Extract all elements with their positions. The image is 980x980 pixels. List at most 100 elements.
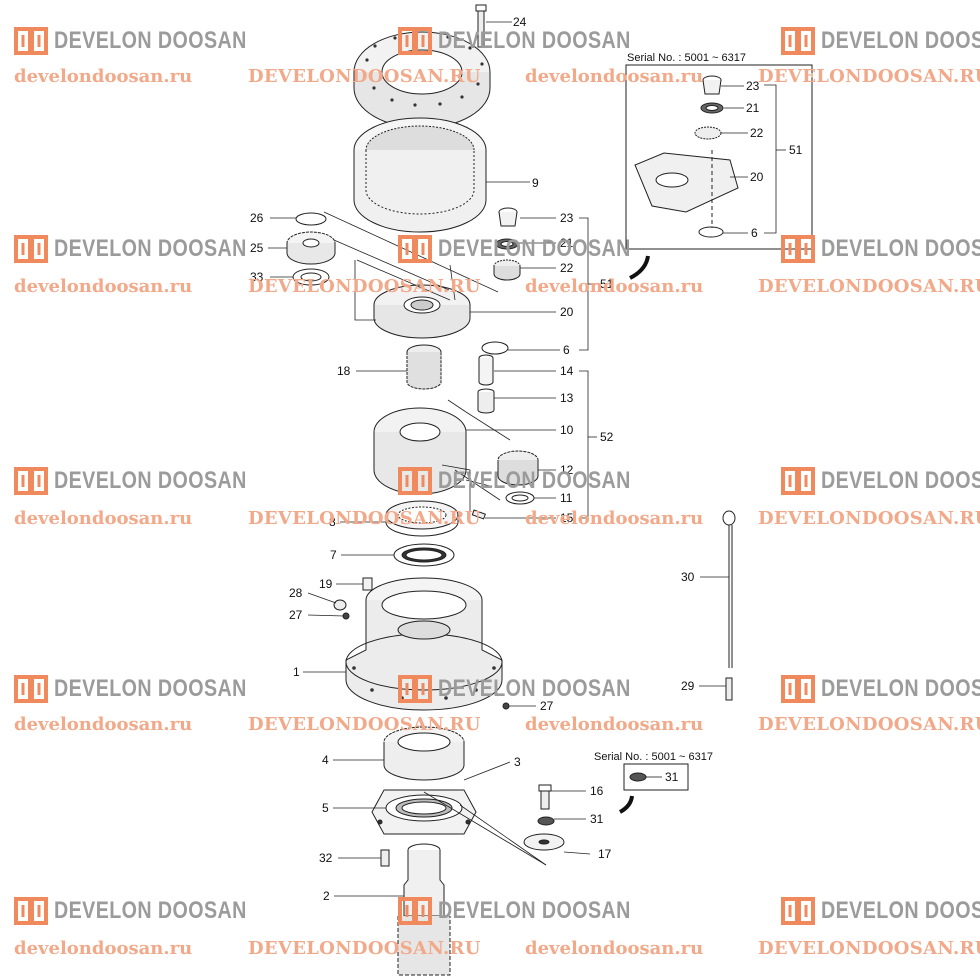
part-top-cover xyxy=(353,31,491,129)
watermark-url: DEVELONDOOSAN.RU xyxy=(248,508,481,529)
callout-22: 22 xyxy=(560,261,574,275)
develon-logo-icon xyxy=(14,27,48,55)
watermark-url: DEVELONDOOSAN.RU xyxy=(248,714,481,735)
callout-21: 21 xyxy=(560,236,574,250)
callout-27-lower: 27 xyxy=(540,699,554,713)
inset-callout-51: 51 xyxy=(789,143,803,157)
develon-logo-icon xyxy=(781,467,815,495)
part-11-thrust-washer xyxy=(505,491,535,505)
watermark-url: DEVELONDOOSAN.RU xyxy=(248,66,481,87)
inset-callout-21: 21 xyxy=(746,101,760,115)
callout-6: 6 xyxy=(563,343,570,357)
part-18-sun-gear xyxy=(406,344,442,390)
develon-logo-icon xyxy=(781,897,815,925)
part-28-plug xyxy=(333,599,347,611)
watermark-brand-text: DEVELON DOOSAN xyxy=(821,897,980,924)
callout-30: 30 xyxy=(681,570,695,584)
callout-33: 33 xyxy=(250,270,264,284)
watermark-brand: DEVELON DOOSAN xyxy=(781,674,980,704)
part-26-snap-ring xyxy=(295,212,327,226)
watermark-brand-text: DEVELON DOOSAN xyxy=(438,27,631,54)
develon-logo-icon xyxy=(781,675,815,703)
part-20-carrier xyxy=(373,284,471,339)
callout-29: 29 xyxy=(681,679,695,693)
part-12-planet-gear xyxy=(497,450,539,486)
watermark-url: DEVELONDOOSAN.RU xyxy=(758,714,980,735)
watermark-brand-text: DEVELON DOOSAN xyxy=(821,27,980,54)
watermark-brand-text: DEVELON DOOSAN xyxy=(438,235,631,262)
inset-callout-6: 6 xyxy=(751,226,758,240)
watermark-url: develondoosan.ru xyxy=(14,276,193,297)
part-33-thrust-washer xyxy=(292,268,330,286)
watermark-brand-text: DEVELON DOOSAN xyxy=(54,897,247,924)
part-22-small-gear xyxy=(493,259,521,281)
watermark-brand-text: DEVELON DOOSAN xyxy=(438,675,631,702)
callout-18: 18 xyxy=(337,364,351,378)
part-31-lock-washer xyxy=(537,816,555,826)
callout-7: 7 xyxy=(330,548,337,562)
callout-32: 32 xyxy=(319,851,333,865)
watermark-brand-text: DEVELON DOOSAN xyxy=(821,467,980,494)
callout-23: 23 xyxy=(560,211,574,225)
callout-28: 28 xyxy=(289,586,303,600)
watermark-url: DEVELONDOOSAN.RU xyxy=(758,66,980,87)
part-13-bushing xyxy=(477,388,495,414)
part-15-spring-pin xyxy=(471,509,486,520)
part-25-planet-gear xyxy=(286,231,336,265)
part-24-bolt xyxy=(475,4,487,48)
callout-15: 15 xyxy=(560,511,574,525)
watermark-brand: DEVELON DOOSAN xyxy=(398,896,673,926)
callout-17: 17 xyxy=(598,847,612,861)
watermark-url: develondoosan.ru xyxy=(14,66,193,87)
callout-8: 8 xyxy=(329,515,336,529)
inset-bottom-serial: Serial No. : 5001 ~ 6317 xyxy=(594,751,713,763)
develon-logo-icon xyxy=(14,897,48,925)
watermark-brand-text: DEVELON DOOSAN xyxy=(54,235,247,262)
watermark-brand-text: DEVELON DOOSAN xyxy=(821,675,980,702)
watermark-brand-text: DEVELON DOOSAN xyxy=(54,467,247,494)
callout-27-upper: 27 xyxy=(289,608,303,622)
callout-4: 4 xyxy=(322,753,329,767)
callout-20: 20 xyxy=(560,305,574,319)
inset-callout-22: 22 xyxy=(750,126,764,140)
part-7-seal xyxy=(393,543,455,567)
part-23-cap xyxy=(498,207,518,227)
watermark-brand: DEVELON DOOSAN xyxy=(14,26,289,56)
part-9-ring-gear xyxy=(353,117,487,233)
part-1-housing xyxy=(345,577,503,711)
watermark-url: develondoosan.ru xyxy=(525,66,704,87)
watermark-brand: DEVELON DOOSAN xyxy=(14,234,289,264)
develon-logo-icon xyxy=(398,897,432,925)
develon-logo-icon xyxy=(14,235,48,263)
part-3-oil-seal xyxy=(385,794,463,822)
watermark-url: DEVELONDOOSAN.RU xyxy=(248,938,481,959)
develon-logo-icon xyxy=(781,27,815,55)
part-8-bearing xyxy=(385,500,459,537)
part-29-level-pipe xyxy=(725,677,733,701)
callout-11: 11 xyxy=(560,491,573,505)
callout-5: 5 xyxy=(322,801,329,815)
callout-31: 31 xyxy=(590,812,604,826)
callout-10: 10 xyxy=(560,423,574,437)
develon-logo-icon xyxy=(14,467,48,495)
watermark-brand-text: DEVELON DOOSAN xyxy=(438,897,631,924)
callout-16: 16 xyxy=(590,784,604,798)
watermark-brand: DEVELON DOOSAN xyxy=(398,466,673,496)
callout-14: 14 xyxy=(560,364,574,378)
develon-logo-icon xyxy=(781,235,815,263)
callout-24: 24 xyxy=(513,15,527,29)
part-32-bolt xyxy=(380,849,390,867)
watermark-url: develondoosan.ru xyxy=(14,938,193,959)
watermark-brand: DEVELON DOOSAN xyxy=(781,466,980,496)
watermark-brand: DEVELON DOOSAN xyxy=(781,896,980,926)
callout-52: 52 xyxy=(600,430,614,444)
callout-25: 25 xyxy=(250,241,264,255)
watermark-url: DEVELONDOOSAN.RU xyxy=(758,508,980,529)
inset-top-frame xyxy=(625,64,813,250)
callout-9: 9 xyxy=(532,176,539,190)
inset-bottom-frame xyxy=(623,763,689,791)
watermark-brand-text: DEVELON DOOSAN xyxy=(54,27,247,54)
callout-3: 3 xyxy=(514,755,521,769)
